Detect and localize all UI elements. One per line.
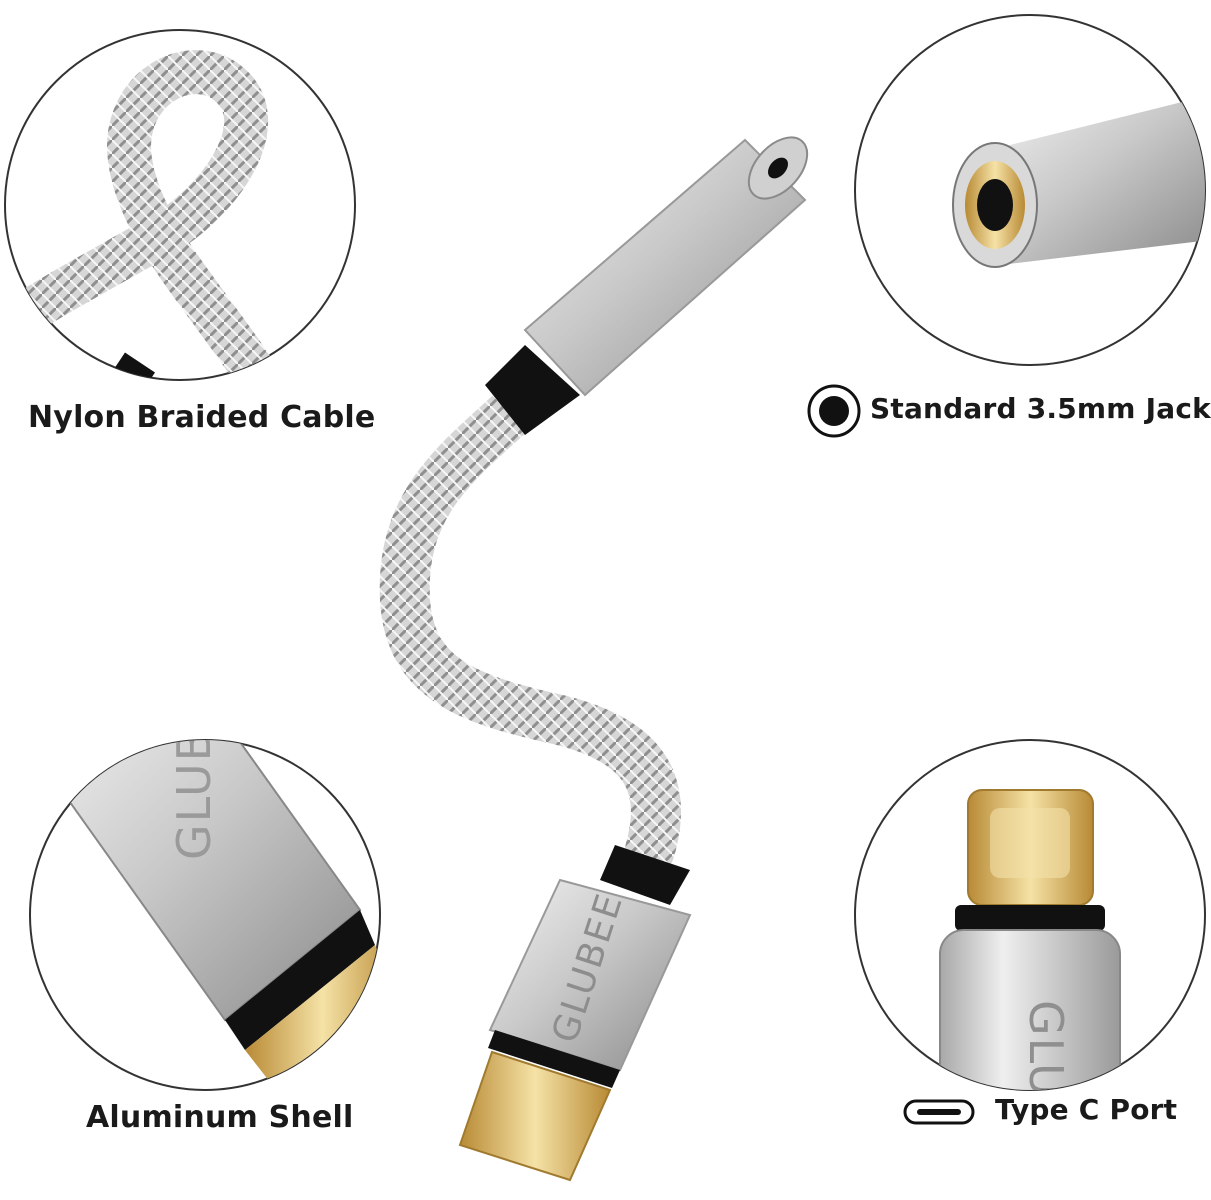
- audio-jack-icon: [807, 384, 861, 438]
- usb-c-icon: [903, 1099, 975, 1125]
- standard-jack-label: Standard 3.5mm Jack: [870, 392, 1211, 425]
- type-c-port-label: Type C Port: [995, 1093, 1178, 1126]
- typec-housing: GLUBEE: [458, 845, 692, 1182]
- nylon-braided-cable-label: Nylon Braided Cable: [28, 400, 376, 435]
- brand-engraving-right: GLU: [1019, 1000, 1073, 1099]
- aluminum-shell-closeup: GLUBEE: [29, 666, 381, 1091]
- adapter-product: GLUBEE: [379, 136, 809, 1182]
- nylon-cable-closeup: [4, 29, 356, 381]
- jack-closeup: [854, 14, 1206, 366]
- typec-closeup: GLU: [854, 739, 1206, 1099]
- jack-housing: [485, 136, 809, 435]
- aluminum-shell-label: Aluminum Shell: [86, 1100, 354, 1135]
- brand-engraving-left: GLUBEE: [167, 666, 221, 860]
